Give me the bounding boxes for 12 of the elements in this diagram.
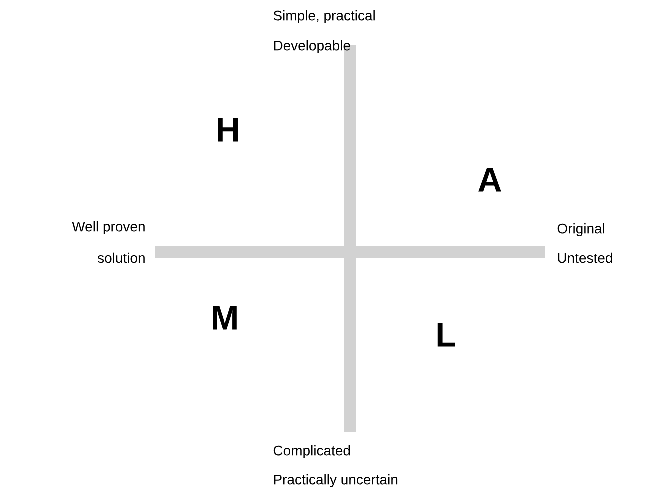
axis-label: Untested <box>558 252 612 264</box>
axis-label: Complicated <box>274 445 350 458</box>
axis-label: Well proven <box>72 221 145 235</box>
axis-label: Developable <box>274 40 350 54</box>
axis-label: solution <box>98 252 145 264</box>
quadrant-letter: A <box>478 168 502 192</box>
quadrant-letter: M <box>213 306 237 330</box>
axis-label: Original <box>558 223 604 237</box>
axis-label: Simple, practical <box>274 10 375 24</box>
quadrant-letter: L <box>438 323 456 347</box>
axis-label: Practically uncertain <box>274 474 398 488</box>
quadrant-letter: H <box>218 118 238 142</box>
